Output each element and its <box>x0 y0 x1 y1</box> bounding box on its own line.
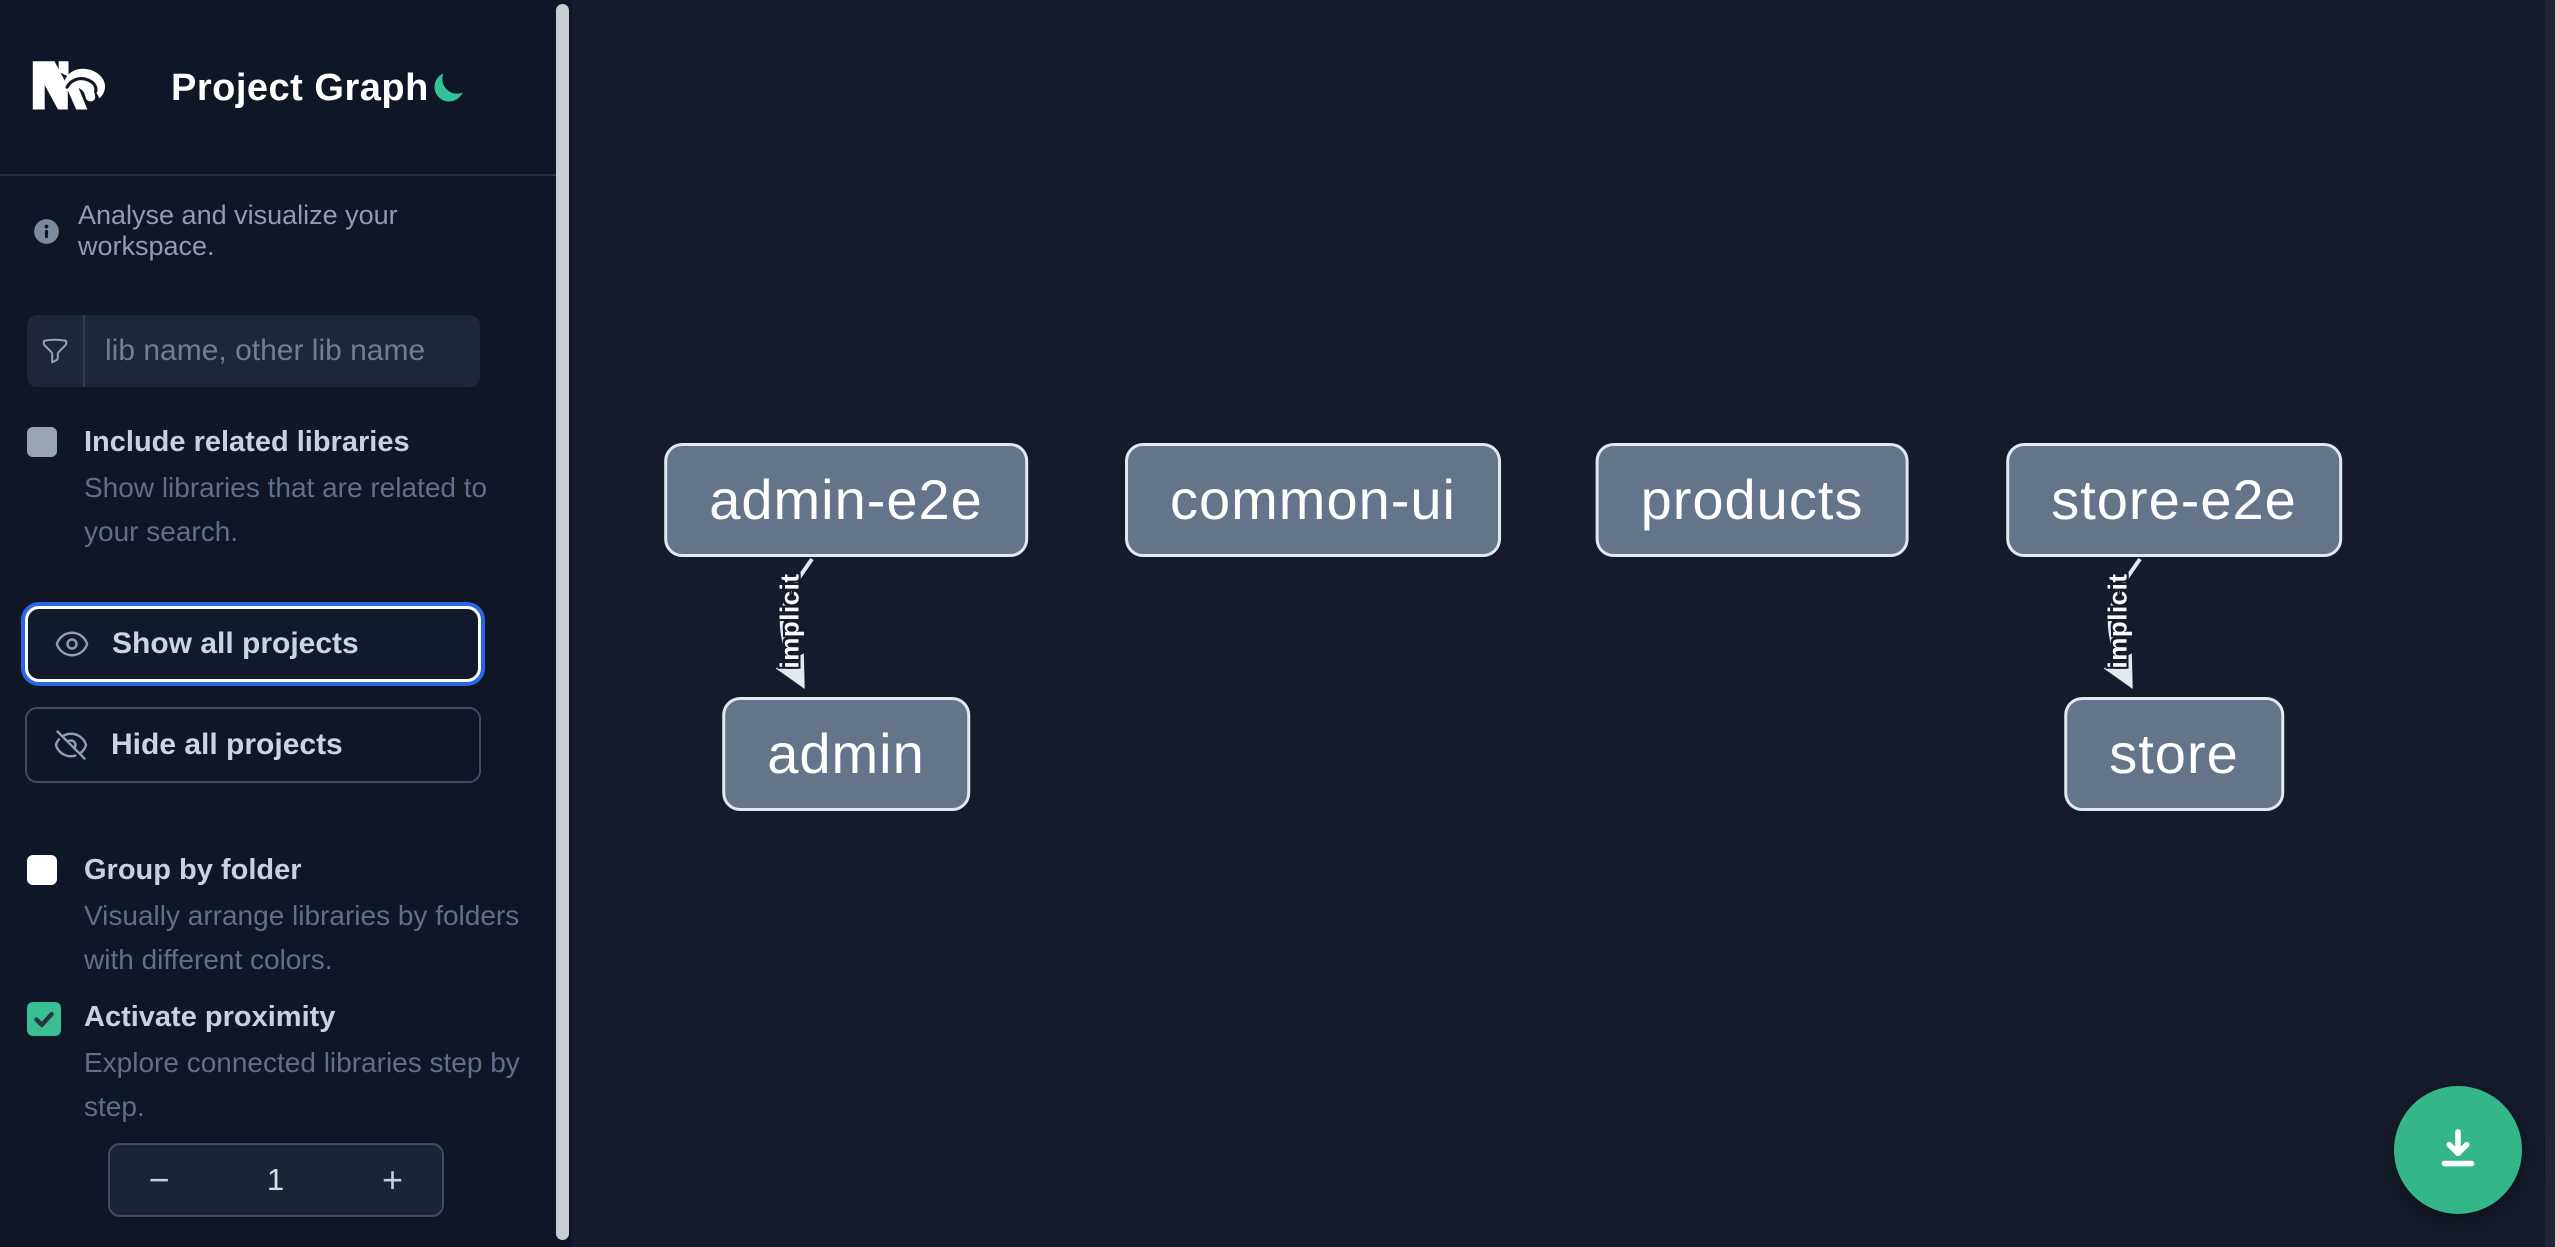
include-related-option: Include related libraries Show libraries… <box>0 424 556 554</box>
proximity-depth-value: 1 <box>266 1162 285 1197</box>
hide-all-projects-button[interactable]: Hide all projects <box>25 707 481 783</box>
group-by-folder-option: Group by folder Visually arrange librari… <box>0 852 556 982</box>
nx-logo <box>32 61 106 110</box>
include-related-label: Include related libraries <box>84 426 410 458</box>
activate-proximity-option: Activate proximity Explore connected lib… <box>0 999 556 1129</box>
graph-node-admin-e2e[interactable]: admin-e2e <box>664 443 1028 557</box>
edge-label-implicit: implicit <box>774 573 805 669</box>
activate-proximity-label: Activate proximity <box>84 1001 336 1033</box>
group-by-folder-label: Group by folder <box>84 854 302 886</box>
show-all-projects-button[interactable]: Show all projects <box>25 606 481 682</box>
increment-button[interactable]: + <box>343 1145 442 1215</box>
decrement-button[interactable]: − <box>110 1145 208 1215</box>
download-image-button[interactable] <box>2394 1086 2522 1214</box>
eye-slash-icon <box>53 727 89 763</box>
download-icon <box>2429 1121 2487 1179</box>
graph-node-products[interactable]: products <box>1595 443 1909 557</box>
app-header: Project Graph <box>0 0 556 176</box>
graph-node-store[interactable]: store <box>2064 697 2284 811</box>
group-by-folder-checkbox[interactable] <box>27 855 57 885</box>
workspace-tagline: Analyse and visualize your workspace. <box>33 200 533 262</box>
moon-icon <box>430 70 470 106</box>
group-by-folder-description: Visually arrange libraries by folders wi… <box>84 900 520 975</box>
checkmark-icon <box>34 1011 54 1028</box>
show-all-projects-label: Show all projects <box>112 627 359 660</box>
graph-node-admin[interactable]: admin <box>722 697 970 811</box>
proximity-depth-stepper: − 1 + <box>108 1143 444 1217</box>
graph-node-store-e2e[interactable]: store-e2e <box>2006 443 2342 557</box>
info-icon <box>33 218 60 245</box>
page-scrollbar-track[interactable] <box>2545 0 2555 1247</box>
funnel-icon <box>27 315 85 387</box>
hide-all-projects-label: Hide all projects <box>111 728 343 761</box>
edge-label-implicit: implicit <box>2102 573 2133 669</box>
theme-toggle-button[interactable] <box>430 68 470 108</box>
sidebar-scrollbar-thumb[interactable] <box>556 4 569 1240</box>
eye-icon <box>54 626 90 662</box>
activate-proximity-description: Explore connected libraries step by step… <box>84 1047 520 1122</box>
filter-projects-input[interactable] <box>85 315 480 387</box>
page-title: Project Graph <box>171 67 429 109</box>
tagline-text: Analyse and visualize your workspace. <box>78 200 398 261</box>
project-filter <box>27 315 480 387</box>
sidebar: Project Graph Analyse and visualize your… <box>0 0 572 1247</box>
activate-proximity-checkbox[interactable] <box>27 1002 61 1036</box>
include-related-checkbox[interactable] <box>27 427 57 457</box>
graph-node-common-ui[interactable]: common-ui <box>1125 443 1501 557</box>
include-related-description: Show libraries that are related to your … <box>84 472 488 547</box>
